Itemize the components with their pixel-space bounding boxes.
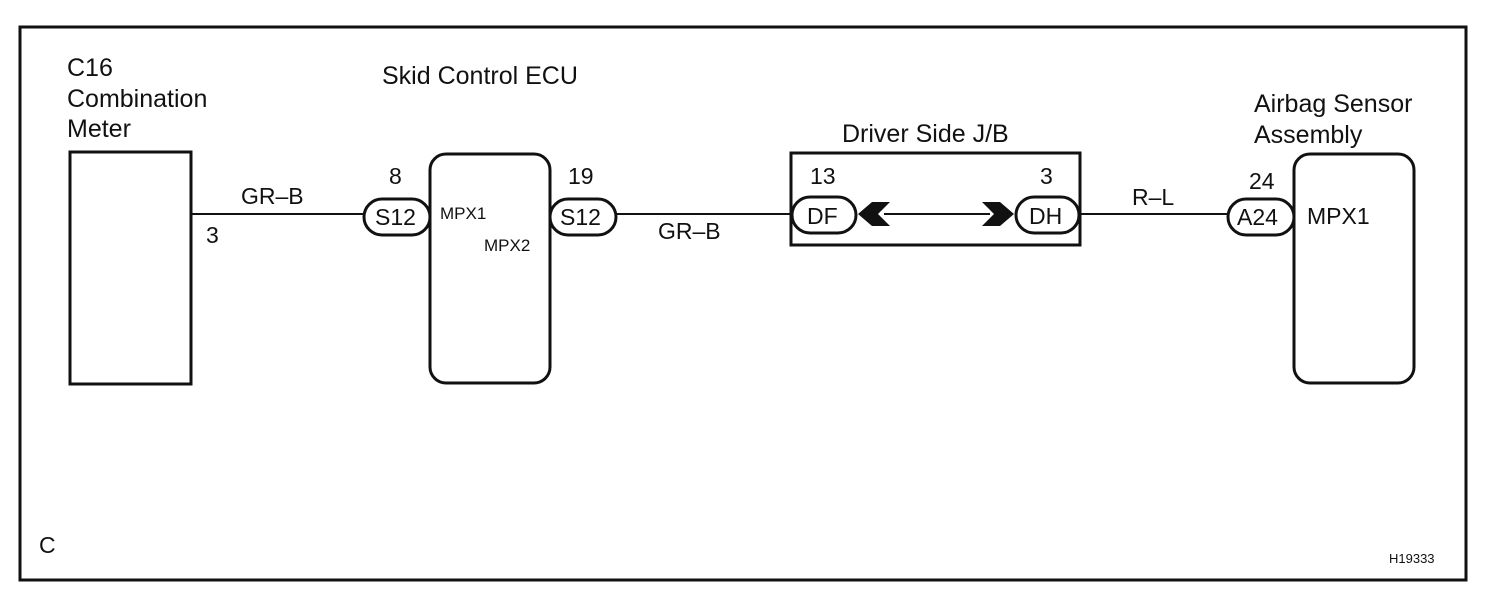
wire-meter-to-ecu-label: GR–B [241, 183, 304, 209]
corner-mark: C [39, 532, 56, 558]
junction-block-left-pin-number: 13 [810, 163, 836, 189]
combination-meter-pin: 3 [206, 222, 219, 248]
junction-block-left-connector-label: DF [807, 203, 838, 229]
skid-ecu-left-pin-number: 8 [389, 163, 402, 189]
skid-ecu-right-terminal: MPX2 [484, 236, 530, 255]
skid-ecu-left-connector [362, 197, 432, 237]
skid-ecu-title: Skid Control ECU [382, 62, 578, 90]
airbag-sensor-connector-label: A24 [1237, 204, 1278, 230]
airbag-sensor-name-line1: Airbag Sensor [1254, 90, 1412, 118]
junction-block-left-connector [790, 195, 858, 235]
junction-block-right-pin-number: 3 [1040, 163, 1053, 189]
diagram-frame [18, 25, 1468, 582]
combination-meter-box [68, 150, 193, 386]
airbag-sensor-connector [1226, 197, 1296, 237]
combination-meter-name-line1: Combination [67, 85, 207, 113]
wire-ecu-to-jb-label: GR–B [658, 218, 721, 244]
junction-block-right-connector-label: DH [1029, 203, 1062, 229]
junction-block-box [789, 151, 1082, 247]
skid-ecu-right-connector [548, 197, 618, 237]
wire-jb-to-airbag-label: R–L [1132, 184, 1174, 210]
combination-meter-name-line2: Meter [67, 115, 131, 143]
skid-ecu-left-terminal: MPX1 [440, 204, 486, 223]
skid-ecu-box [428, 152, 552, 385]
junction-block-title: Driver Side J/B [842, 120, 1009, 148]
left-connector-chevron-icon [858, 202, 890, 226]
right-connector-chevron-icon [982, 202, 1014, 226]
airbag-sensor-terminal: MPX1 [1307, 203, 1370, 229]
skid-ecu-right-connector-label: S12 [560, 204, 601, 230]
combination-meter-code: C16 [67, 54, 113, 82]
airbag-sensor-box [1292, 152, 1416, 385]
airbag-sensor-pin-number: 24 [1249, 168, 1275, 194]
figure-id: H19333 [1389, 551, 1435, 566]
skid-ecu-left-connector-label: S12 [375, 204, 416, 230]
skid-ecu-right-pin-number: 19 [568, 163, 594, 189]
airbag-sensor-name-line2: Assembly [1254, 121, 1363, 149]
